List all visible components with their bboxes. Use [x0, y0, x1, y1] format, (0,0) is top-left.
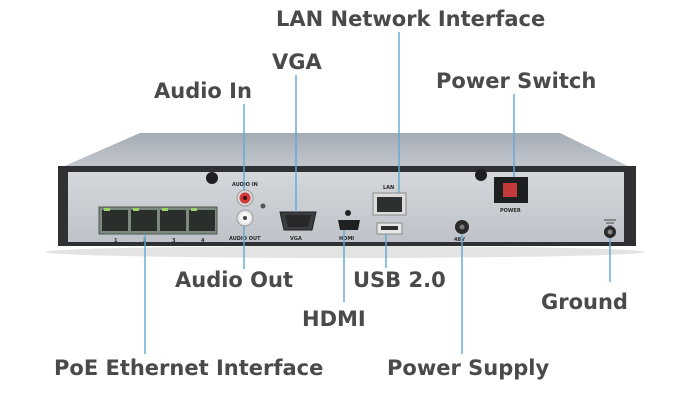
callout-usb: USB 2.0 — [353, 268, 446, 292]
callout-power-switch: Power Switch — [436, 69, 597, 93]
callout-poe-ethernet-interface: PoE Ethernet Interface — [54, 356, 324, 380]
power-panel-label: POWER — [500, 208, 521, 214]
callout-vga: VGA — [272, 50, 322, 74]
chassis-shadow — [45, 246, 645, 258]
lan-port — [372, 192, 407, 216]
poe-port-number-1: 1 — [114, 238, 118, 244]
audio-in-jack — [236, 189, 254, 207]
hdmi-panel-label: HDMI — [339, 236, 354, 242]
chassis-top — [60, 133, 632, 168]
vga-connector — [279, 211, 317, 231]
panel-screw-small — [260, 203, 266, 209]
power-switch-control — [494, 177, 528, 203]
vga-panel-label: VGA — [290, 236, 302, 242]
dc-power-jack — [455, 220, 469, 234]
callout-ground: Ground — [541, 290, 628, 314]
ground-terminal — [604, 219, 616, 238]
poe-port-number-4: 4 — [201, 238, 205, 244]
callout-audio-in: Audio In — [154, 79, 252, 103]
lan-panel-label: LAN — [383, 185, 394, 191]
screw-left — [206, 172, 218, 184]
audio-out-panel-label: AUDIO OUT — [229, 236, 261, 242]
callout-hdmi: HDMI — [302, 307, 366, 331]
dc-input-panel-label: 48V — [454, 237, 465, 243]
audio-out-jack — [236, 209, 254, 227]
callout-audio-out: Audio Out — [175, 268, 294, 292]
hdmi-connector — [338, 210, 360, 230]
poe-port-block — [98, 206, 218, 235]
audio-in-panel-label: AUDIO IN — [232, 182, 258, 188]
usb-port — [376, 222, 403, 235]
poe-port-number-3: 3 — [172, 238, 176, 244]
callout-lan-network-interface: LAN Network Interface — [276, 7, 546, 31]
screw-right — [475, 169, 487, 181]
callout-power-supply: Power Supply — [387, 356, 550, 380]
